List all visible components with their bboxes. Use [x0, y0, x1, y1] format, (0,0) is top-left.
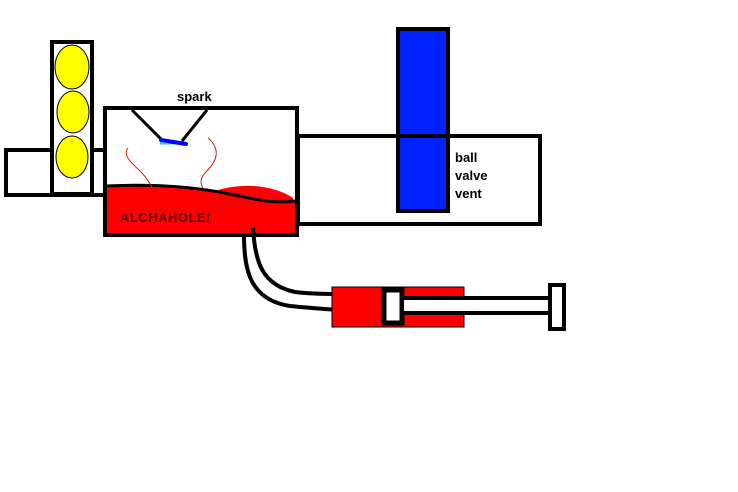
spark-label: spark: [177, 89, 212, 104]
ammo-ball-3: [55, 135, 89, 179]
fuel-label: ALCHAHOLE!: [120, 210, 211, 225]
ball-valve-vent: [396, 27, 450, 213]
ammo-ball-2: [56, 90, 90, 134]
spark-gap: [159, 138, 188, 146]
fuel-hose-inner: [251, 227, 339, 296]
fuel-pool: [107, 185, 295, 233]
vent-label-line1: ball: [455, 150, 477, 165]
vapor-wisp-left: [125, 147, 153, 189]
fuel-hose-outer: [242, 234, 339, 312]
fuel-bulge: [218, 185, 293, 203]
syringe-handle: [548, 283, 566, 331]
vent-label-line2: valve: [455, 168, 488, 183]
syringe-plunger-rod: [400, 296, 556, 315]
syringe-plunger-head: [381, 287, 405, 326]
ammo-ball-1: [54, 44, 90, 90]
vapor-wisp-right: [200, 137, 217, 189]
fuel-surface-line: [106, 183, 296, 204]
spark-electrode-right: [180, 109, 209, 142]
spark-electrode-left: [130, 108, 164, 142]
vent-label-line3: vent: [455, 186, 482, 201]
